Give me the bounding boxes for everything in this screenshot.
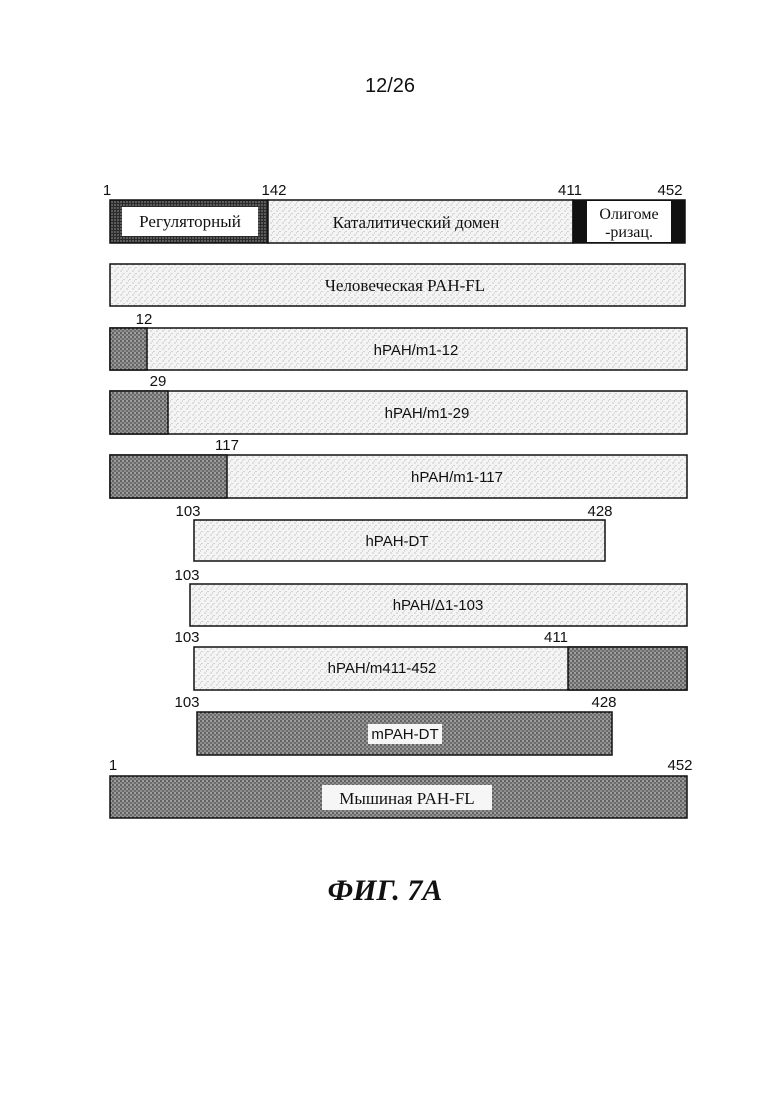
domain-tick-411: 411 xyxy=(558,182,582,199)
construct-label: hPAH-DT xyxy=(365,533,428,550)
construct-m411-452: 103 411 hPAH/m411-452 xyxy=(174,629,687,690)
tick-label: 428 xyxy=(591,694,616,711)
murine-segment xyxy=(110,328,147,370)
construct-label: mPAH-DT xyxy=(371,726,438,743)
catalytic-label: Каталитический домен xyxy=(333,213,500,232)
construct-label: hPAH/m1-29 xyxy=(385,405,470,422)
murine-segment xyxy=(568,647,687,690)
construct-label: hPAH/Δ1-103 xyxy=(393,597,484,614)
construct-mouse-fl: 1 452 Мышиная PAH-FL xyxy=(109,757,693,818)
domain-tick-1: 1 xyxy=(103,182,111,199)
tick-label: 428 xyxy=(587,503,612,520)
oligomerization-label-line1: Олигоме xyxy=(599,206,658,223)
page-number: 12/26 xyxy=(365,75,415,97)
tick-label: 103 xyxy=(174,629,199,646)
construct-label: Мышиная PAH-FL xyxy=(339,789,474,808)
tick-label: 12 xyxy=(136,311,153,328)
tick-label: 452 xyxy=(667,757,692,774)
tick-label: 103 xyxy=(175,503,200,520)
construct-label: hPAH/m1-12 xyxy=(374,342,459,359)
domain-tick-142: 142 xyxy=(261,182,286,199)
construct-m1-117: 117 hPAH/m1-117 xyxy=(110,437,687,498)
domain-tick-452: 452 xyxy=(657,182,682,199)
construct-label: hPAH/m411-452 xyxy=(328,660,437,677)
tick-label: 103 xyxy=(174,567,199,584)
murine-segment xyxy=(110,455,227,498)
figure-caption: ФИГ. 7А xyxy=(328,874,443,907)
tick-label: 103 xyxy=(174,694,199,711)
construct-human-fl: Человеческая PAH-FL xyxy=(110,264,685,306)
construct-label: Человеческая PAH-FL xyxy=(325,276,485,295)
murine-segment xyxy=(110,391,168,434)
construct-hpah-dt: 103 428 hPAH-DT xyxy=(175,503,612,561)
regulatory-label: Регуляторный xyxy=(139,212,241,231)
oligomerization-label-line2: -ризац. xyxy=(605,224,653,241)
tick-label: 117 xyxy=(215,437,239,454)
construct-m1-29: 29 hPAH/m1-29 xyxy=(110,373,687,434)
construct-mpah-dt: 103 428 mPAH-DT xyxy=(174,694,616,755)
tick-label: 29 xyxy=(150,373,167,390)
construct-label: hPAH/m1-117 xyxy=(411,469,503,486)
tick-label: 411 xyxy=(544,629,568,646)
construct-m1-12: 12 hPAH/m1-12 xyxy=(110,311,687,370)
tick-label: 1 xyxy=(109,757,117,774)
domain-map: 1 142 411 452 Регуляторный Каталитически… xyxy=(103,182,685,243)
construct-delta1-103: 103 hPAH/Δ1-103 xyxy=(174,567,687,626)
